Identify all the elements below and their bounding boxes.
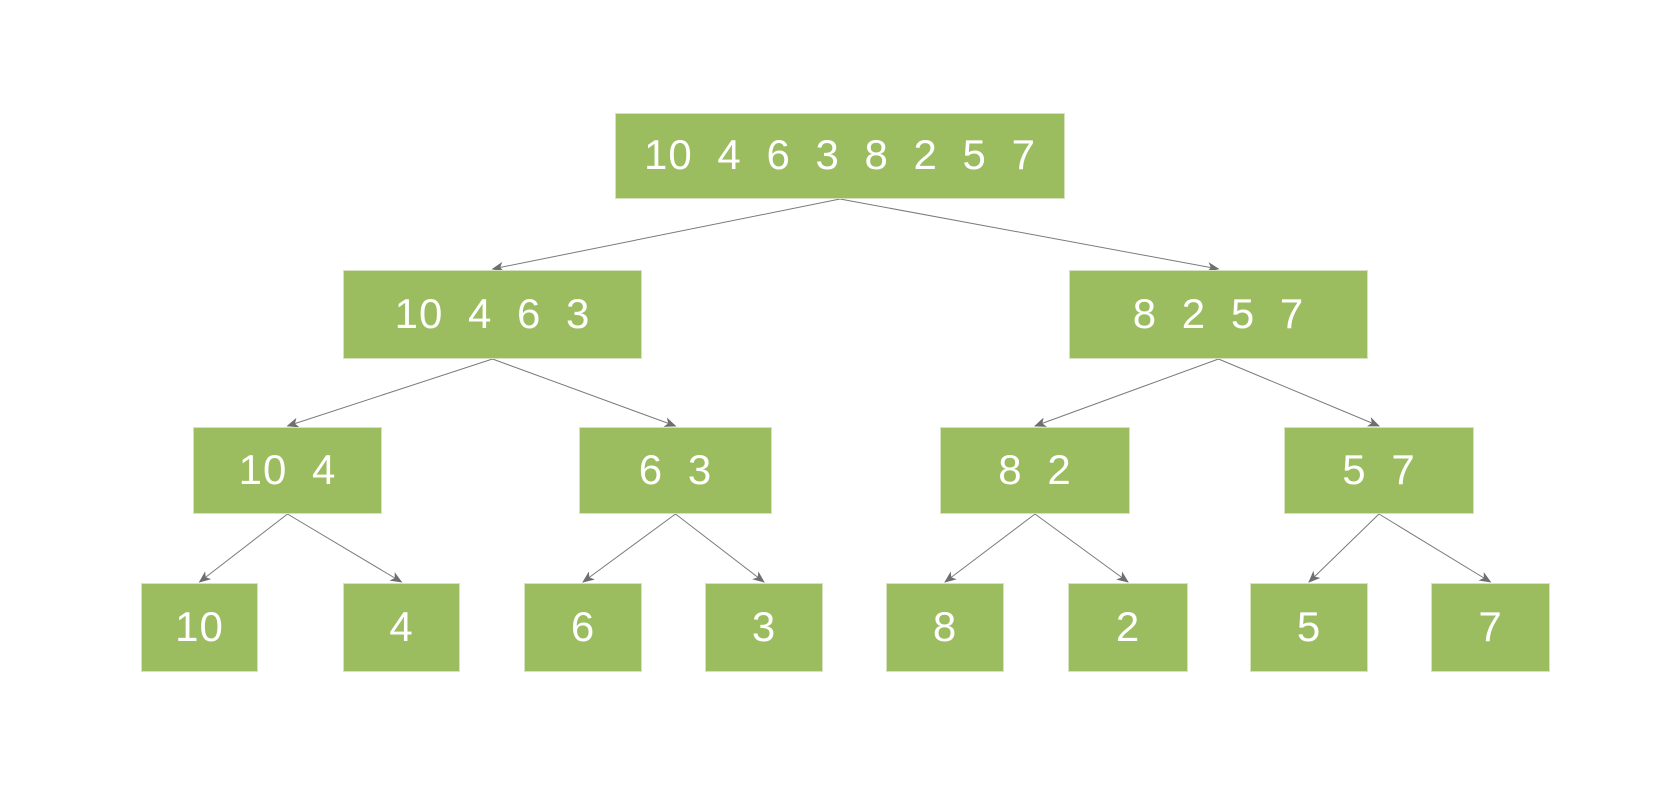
tree-node-leaf1: 10 — [141, 583, 258, 672]
tree-node-rr: 5 7 — [1284, 427, 1474, 514]
edge-rl-to-leaf5 — [944, 513, 1036, 583]
edge-ll-to-leaf2 — [287, 513, 403, 583]
tree-node-lr: 6 3 — [579, 427, 772, 514]
edge-rl-to-leaf6 — [1034, 513, 1129, 583]
node-label: 6 — [570, 602, 596, 650]
node-label: 7 — [1478, 602, 1503, 650]
edge-lr-to-leaf4 — [675, 513, 765, 583]
edge-root-to-left — [491, 198, 841, 272]
tree-node-leaf8: 7 — [1431, 583, 1550, 672]
node-label: 10 — [175, 602, 224, 650]
edge-ll-to-leaf1 — [198, 513, 288, 583]
node-label: 10 4 — [238, 445, 337, 493]
tree-node-leaf2: 4 — [343, 583, 460, 672]
node-label: 8 2 — [998, 445, 1072, 493]
edge-root-to-right — [839, 198, 1220, 272]
node-label: 4 — [389, 602, 414, 650]
node-label: 2 — [1115, 602, 1141, 650]
node-label: 5 — [1296, 602, 1322, 650]
tree-node-leaf3: 6 — [524, 583, 642, 672]
tree-node-leaf6: 2 — [1068, 583, 1188, 672]
node-label: 6 3 — [638, 445, 713, 493]
tree-node-left: 10 4 6 3 — [343, 270, 642, 359]
edge-left-to-ll — [286, 358, 493, 428]
edge-left-to-lr — [492, 358, 677, 427]
tree-node-right: 8 2 5 7 — [1069, 270, 1368, 359]
node-label: 8 — [932, 602, 958, 650]
tree-node-leaf7: 5 — [1250, 583, 1368, 672]
node-label: 10 4 6 3 8 2 5 7 — [644, 131, 1036, 178]
node-label: 8 2 5 7 — [1132, 289, 1305, 337]
edge-right-to-rr — [1218, 358, 1380, 427]
tree-node-leaf5: 8 — [886, 583, 1004, 672]
edge-lr-to-leaf3 — [582, 513, 676, 583]
tree-node-rl: 8 2 — [940, 427, 1130, 514]
node-label: 10 4 6 3 — [394, 289, 591, 337]
node-label: 5 7 — [1342, 445, 1416, 493]
edge-right-to-rl — [1034, 358, 1219, 427]
tree-node-ll: 10 4 — [193, 427, 382, 514]
edge-rr-to-leaf8 — [1378, 513, 1492, 583]
tree-node-leaf4: 3 — [705, 583, 823, 672]
edge-rr-to-leaf7 — [1308, 513, 1380, 583]
node-label: 3 — [751, 602, 777, 650]
tree-node-root: 10 4 6 3 8 2 5 7 — [615, 113, 1065, 199]
